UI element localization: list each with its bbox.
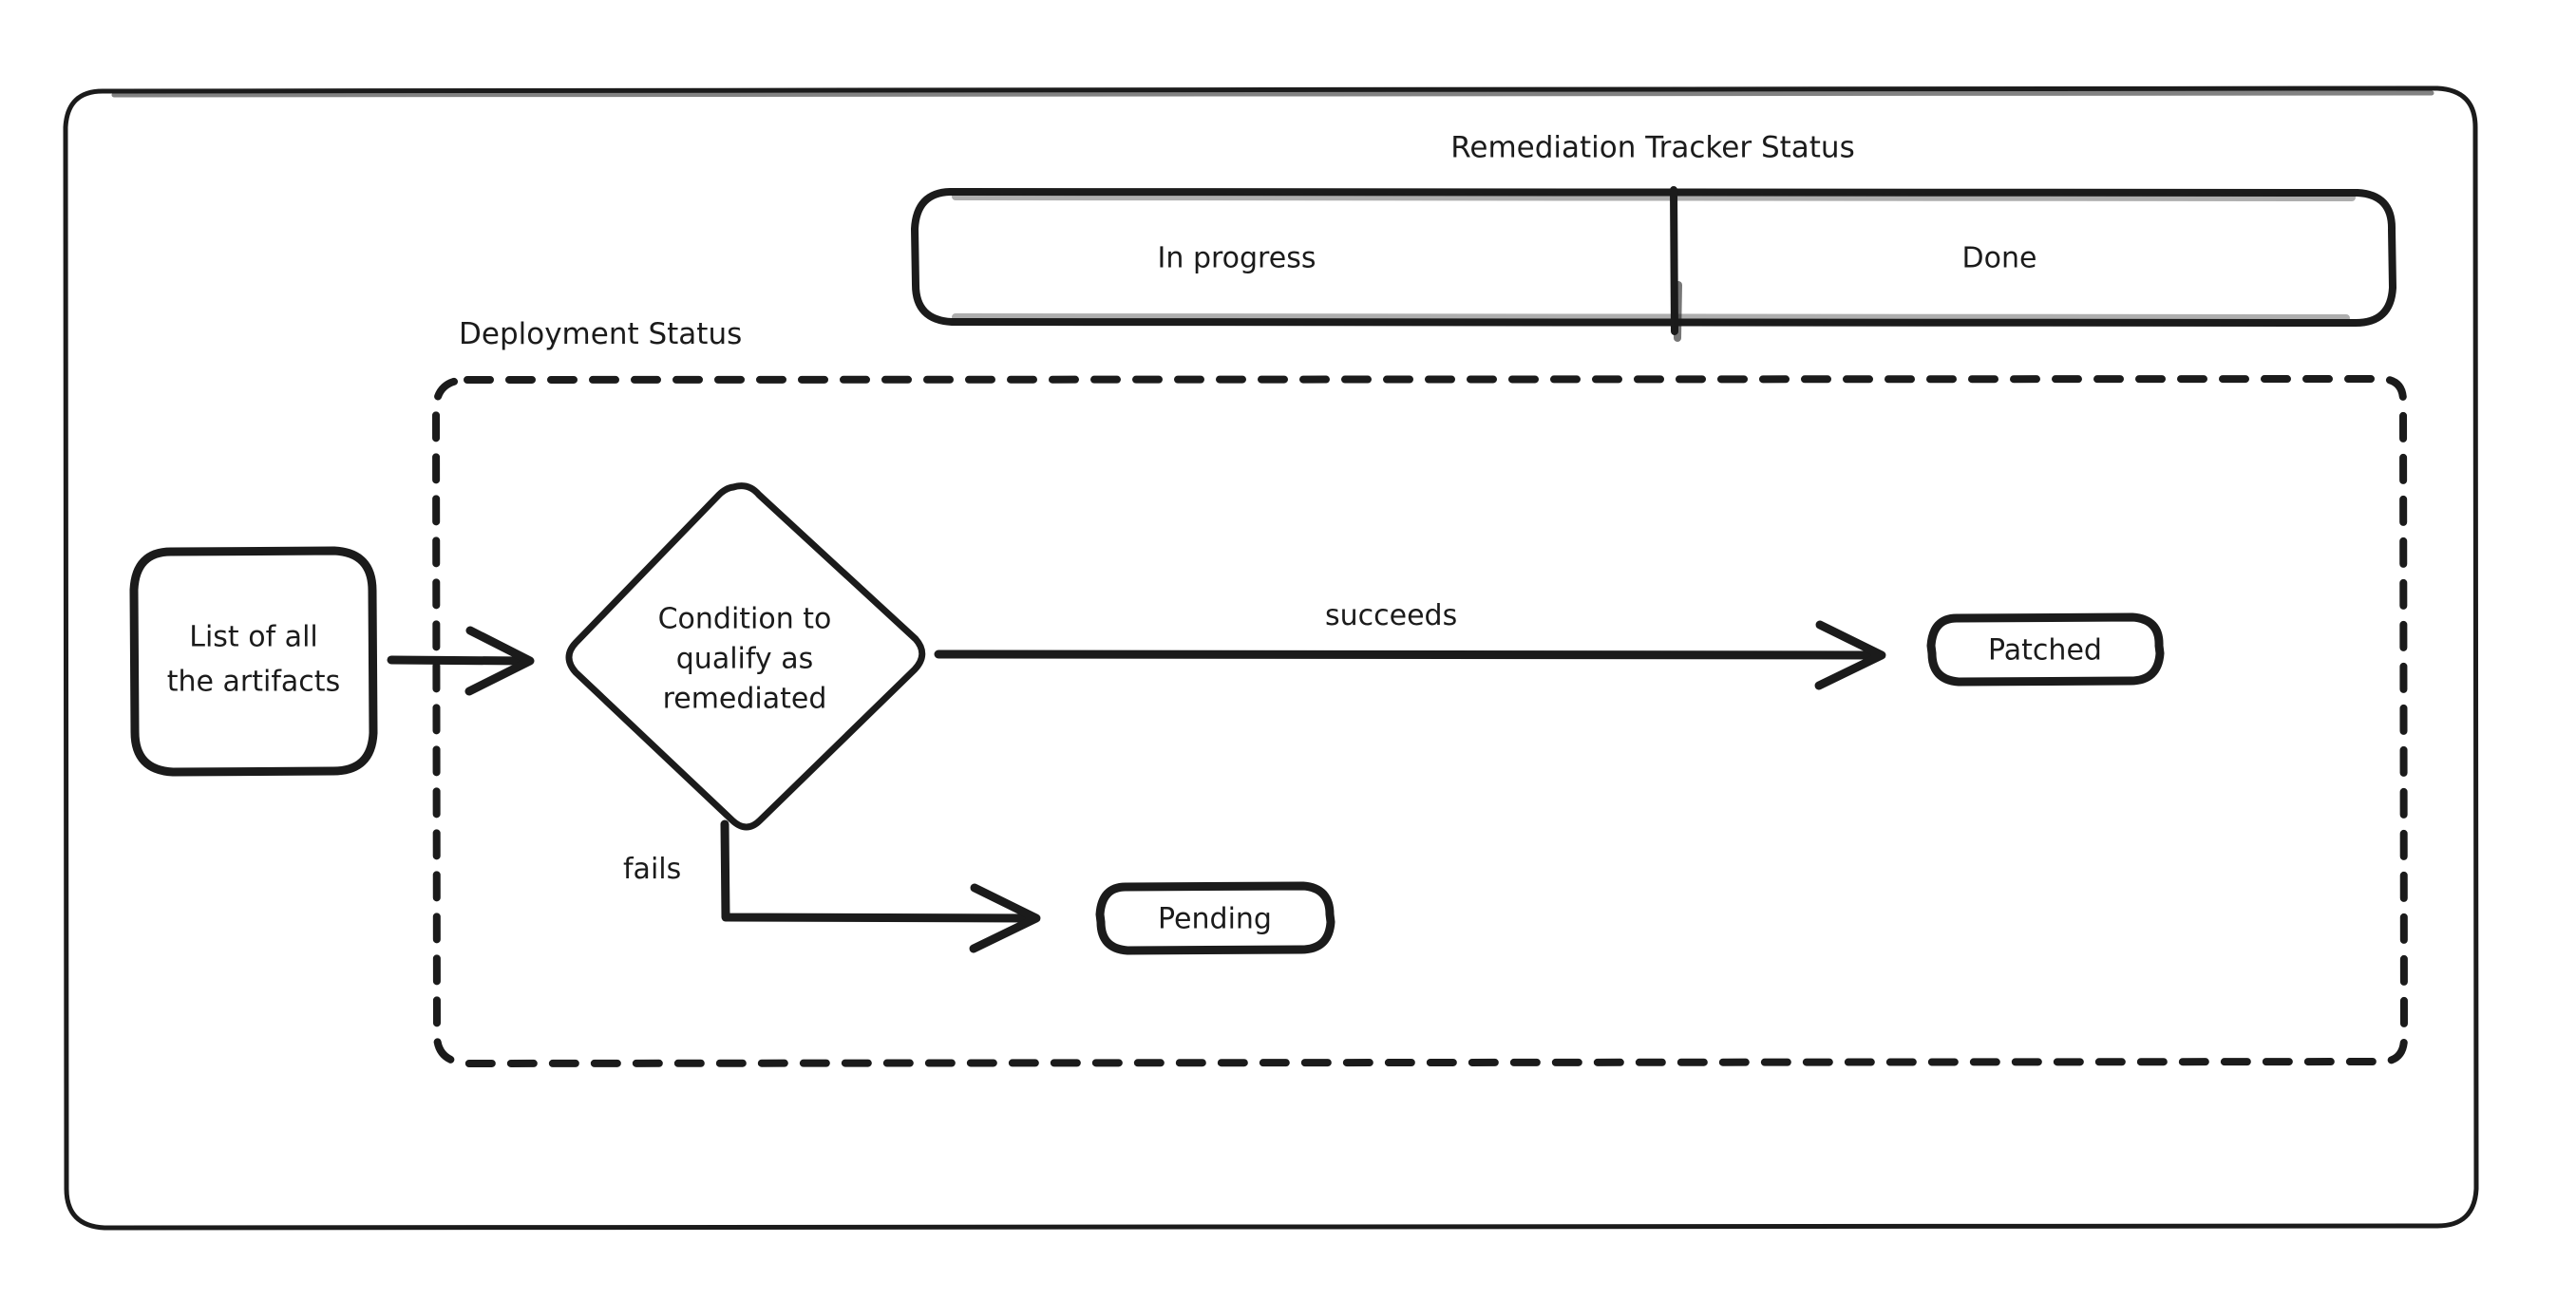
deployment-status-group <box>432 375 2408 1067</box>
node-condition-label-line3: remediated <box>663 683 827 716</box>
remediation-tracker-bar <box>911 188 2396 327</box>
node-pending[interactable]: Pending <box>1095 881 1335 955</box>
deployment-status-title: Deployment Status <box>459 317 742 351</box>
node-artifacts-label-line1: List of all <box>189 621 317 654</box>
edge-artifacts-to-condition <box>387 626 535 696</box>
node-condition-label-line1: Condition to <box>658 603 832 636</box>
node-artifacts[interactable]: List of all the artifacts <box>129 546 378 777</box>
node-condition-label-line2: qualify as <box>676 643 813 676</box>
tracker-cell-done[interactable]: Done <box>1962 242 2037 275</box>
node-condition[interactable]: Condition to qualify as remediated <box>565 482 926 831</box>
tracker-cell-in-progress-label: In progress <box>1158 242 1316 275</box>
edge-condition-to-pending: fails <box>623 819 1041 953</box>
tracker-cell-divider-tail <box>1674 281 1682 342</box>
node-pending-label: Pending <box>1158 903 1272 936</box>
outer-frame <box>63 85 2479 1231</box>
tracker-cell-in-progress[interactable]: In progress <box>1158 242 1316 275</box>
node-artifacts-label-line2: the artifacts <box>167 666 340 699</box>
edge-condition-to-patched: succeeds <box>934 599 1886 690</box>
tracker-title: Remediation Tracker Status <box>1450 131 1854 165</box>
node-patched[interactable]: Patched <box>1926 612 2165 687</box>
edge-label-succeeds: succeeds <box>1325 599 1457 632</box>
edge-label-fails: fails <box>623 853 681 886</box>
node-patched-label: Patched <box>1988 634 2102 668</box>
tracker-cell-done-label: Done <box>1962 242 2037 275</box>
